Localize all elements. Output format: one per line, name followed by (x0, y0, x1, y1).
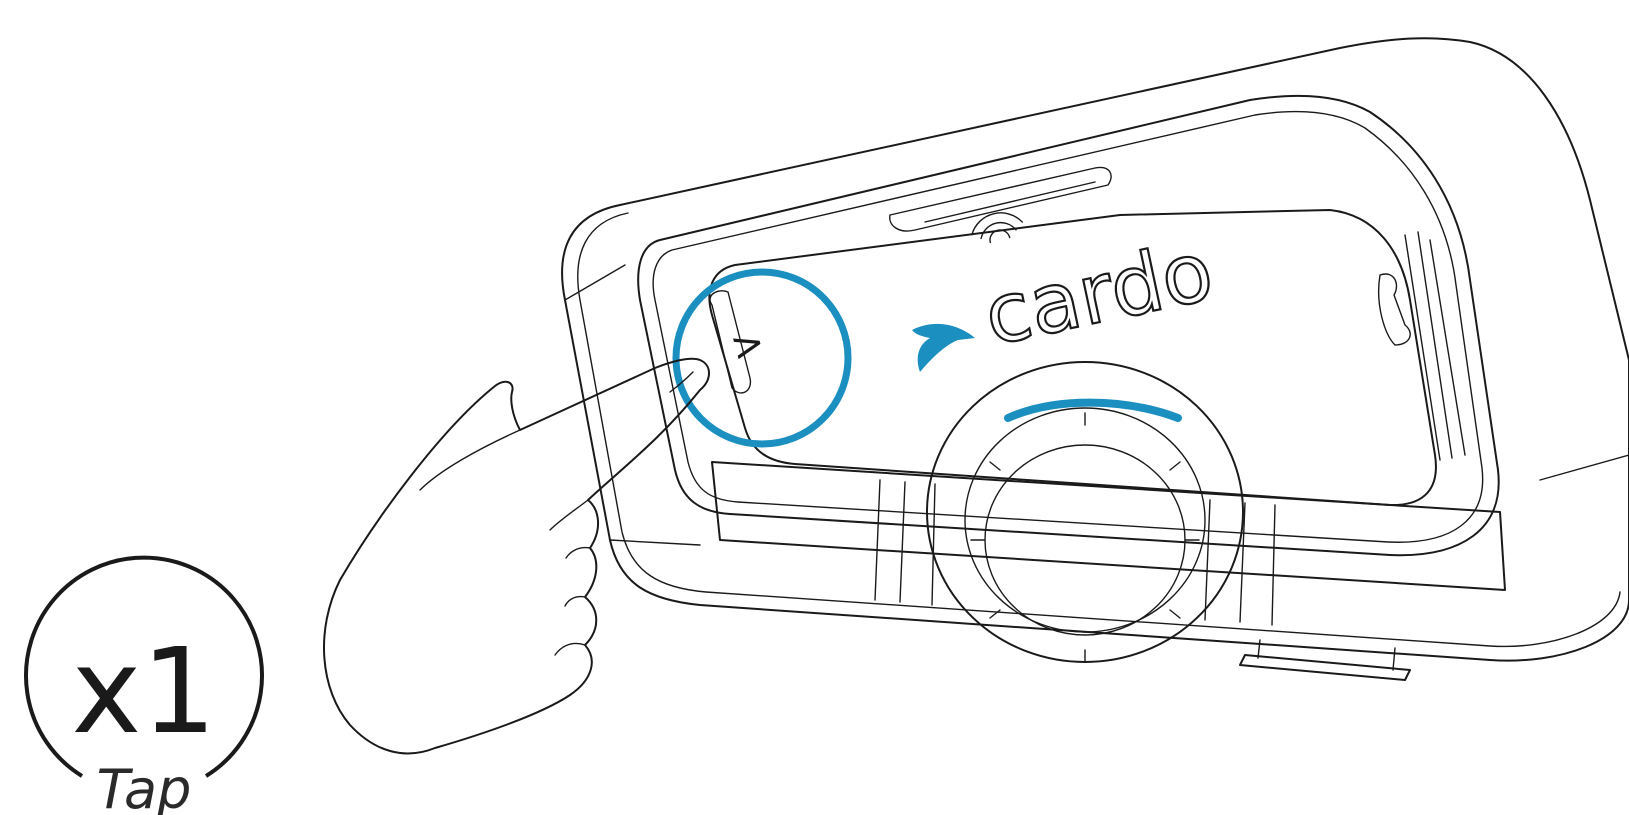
intercom-device: cardo > (561, 37, 1629, 681)
brand-name: cardo (976, 224, 1221, 365)
right-side-rail-3 (1429, 239, 1466, 456)
device-shell-seam-bottom (609, 539, 701, 546)
dial-middle-ring (964, 407, 1206, 633)
dial-outer-ring (926, 361, 1244, 663)
lower-band (711, 461, 1506, 591)
dial-notches (970, 412, 1200, 663)
tap-count-ring (24, 555, 264, 778)
rotary-dial[interactable] (926, 361, 1244, 663)
cardo-logo: cardo (912, 223, 1222, 372)
tap-count-badge: x1 Tap (24, 555, 264, 815)
dial-accent-arc (1004, 398, 1182, 422)
highlight-circle-icon (672, 268, 852, 448)
device-shell-inner-edge (577, 212, 1621, 648)
top-slot-line (924, 181, 1096, 223)
tap-count-label: x1 (72, 622, 217, 760)
wifi-waves-icon (971, 212, 1024, 244)
cardo-logo-icon (912, 323, 975, 372)
device-bezel-inner (652, 111, 1484, 543)
front-panel (708, 209, 1437, 507)
device-shell-seam-right (1539, 454, 1629, 481)
pointing-hand-icon (323, 357, 710, 755)
device-bezel (637, 94, 1500, 557)
bottom-clip-stem (1257, 639, 1396, 671)
right-side-rail (1404, 234, 1441, 461)
phone-icon (1378, 273, 1411, 346)
device-shell-seam-left (564, 264, 626, 301)
right-side-rail-2 (1417, 231, 1453, 459)
forward-button-glyph: > (726, 319, 770, 372)
lower-band-grooves (874, 479, 1276, 626)
bottom-clip (1239, 654, 1411, 681)
top-slot (889, 166, 1112, 232)
tap-action-label: Tap (97, 758, 192, 815)
